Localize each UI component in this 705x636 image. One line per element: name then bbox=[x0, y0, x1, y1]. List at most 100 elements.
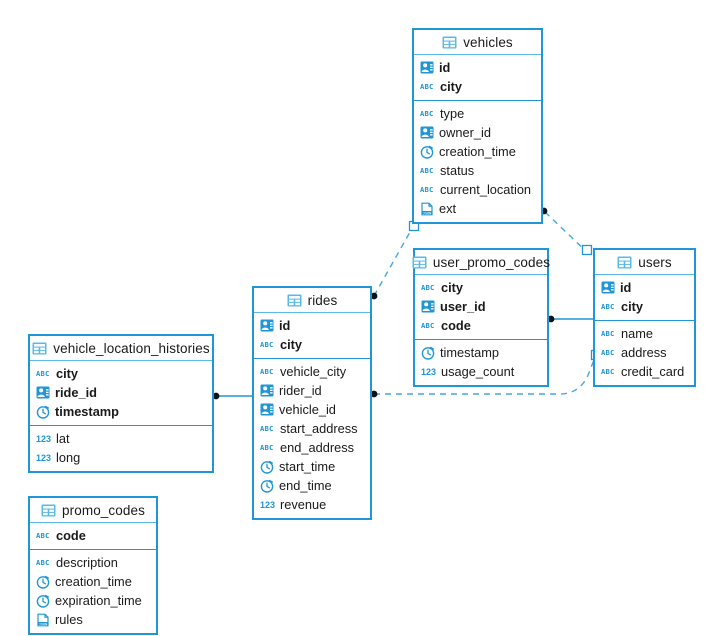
column-name: expiration_time bbox=[55, 593, 142, 608]
clock-icon bbox=[421, 346, 435, 360]
column-name: type bbox=[440, 106, 465, 121]
abc-text-icon: ABC bbox=[601, 348, 615, 357]
table-header-promo_codes[interactable]: promo_codes bbox=[30, 498, 156, 523]
abc-text-icon: ABC bbox=[260, 340, 274, 349]
column-row-city[interactable]: ABC city bbox=[414, 77, 541, 96]
column-name: id bbox=[279, 318, 291, 333]
column-row-id[interactable]: id bbox=[254, 316, 370, 335]
key-badge-icon bbox=[420, 126, 434, 139]
column-row-ride_id[interactable]: ride_id bbox=[30, 383, 212, 402]
column-row-vehicle_id[interactable]: vehicle_id bbox=[254, 400, 370, 419]
column-name: rules bbox=[55, 612, 83, 627]
abc-text-icon: ABC bbox=[36, 531, 50, 540]
column-name: city bbox=[621, 299, 644, 314]
table-header-vehicle_location_histories[interactable]: vehicle_location_histories bbox=[30, 336, 212, 361]
123-number-icon: 123 bbox=[421, 366, 437, 377]
column-row-timestamp[interactable]: timestamp bbox=[30, 402, 212, 421]
abc-text-icon: ABC bbox=[260, 367, 274, 376]
column-name: timestamp bbox=[440, 345, 500, 360]
column-name: vehicle_id bbox=[279, 402, 336, 417]
column-name: usage_count bbox=[441, 364, 515, 379]
column-name: address bbox=[621, 345, 667, 360]
key-badge-icon bbox=[601, 281, 615, 294]
abc-text-icon: ABC bbox=[420, 82, 434, 91]
column-row-usage_count[interactable]: 123 usage_count bbox=[415, 362, 547, 381]
123-number-icon: 123 bbox=[36, 433, 52, 444]
column-row-type[interactable]: ABC type bbox=[414, 104, 541, 123]
table-header-rides[interactable]: rides bbox=[254, 288, 370, 313]
clock-icon bbox=[260, 479, 274, 493]
abc-text-icon: ABC bbox=[260, 443, 274, 452]
clock-icon bbox=[36, 575, 50, 589]
table-header-user_promo_codes[interactable]: user_promo_codes bbox=[412, 250, 550, 275]
column-row-id[interactable]: id bbox=[414, 58, 541, 77]
table-icon bbox=[412, 256, 427, 269]
clock-icon bbox=[260, 460, 274, 474]
column-name: city bbox=[280, 337, 303, 352]
abc-text-icon: ABC bbox=[420, 109, 434, 118]
abc-text-icon: ABC bbox=[601, 329, 615, 338]
column-row-start_time[interactable]: start_time bbox=[254, 457, 370, 476]
abc-text-icon: ABC bbox=[421, 321, 435, 330]
table-header-users[interactable]: users bbox=[595, 250, 694, 275]
column-name: start_time bbox=[279, 459, 336, 474]
relationship-target-square-users-to-vehicles bbox=[581, 244, 593, 256]
abc-text-icon: ABC bbox=[260, 424, 274, 433]
table-header-vehicles[interactable]: vehicles bbox=[414, 30, 541, 55]
column-row-owner_id[interactable]: owner_id bbox=[414, 123, 541, 142]
table-title: vehicle_location_histories bbox=[53, 340, 210, 356]
abc-text-icon: ABC bbox=[601, 367, 615, 376]
relationship-users-to-vehicles bbox=[544, 211, 590, 255]
key-badge-icon bbox=[421, 300, 435, 313]
column-row-user_id[interactable]: user_id bbox=[415, 297, 547, 316]
column-row-timestamp[interactable]: timestamp bbox=[415, 343, 547, 362]
column-name: city bbox=[440, 79, 463, 94]
column-row-creation_time[interactable]: creation_time bbox=[30, 572, 156, 591]
column-row-end_time[interactable]: end_time bbox=[254, 476, 370, 495]
column-row-rider_id[interactable]: rider_id bbox=[254, 381, 370, 400]
abc-text-icon: ABC bbox=[420, 166, 434, 175]
key-badge-icon bbox=[260, 319, 274, 332]
column-row-id[interactable]: id bbox=[595, 278, 694, 297]
column-row-expiration_time[interactable]: expiration_time bbox=[30, 591, 156, 610]
column-name: id bbox=[620, 280, 632, 295]
column-name: ride_id bbox=[55, 385, 97, 400]
column-row-address[interactable]: ABC address bbox=[595, 343, 694, 362]
column-name: user_id bbox=[440, 299, 486, 314]
json-file-icon: JSON bbox=[420, 202, 434, 216]
column-row-creation_time[interactable]: creation_time bbox=[414, 142, 541, 161]
123-number-icon: 123 bbox=[260, 499, 276, 510]
column-name: timestamp bbox=[55, 404, 120, 419]
svg-text:JSON: JSON bbox=[423, 211, 432, 215]
column-row-city[interactable]: ABC city bbox=[254, 335, 370, 354]
